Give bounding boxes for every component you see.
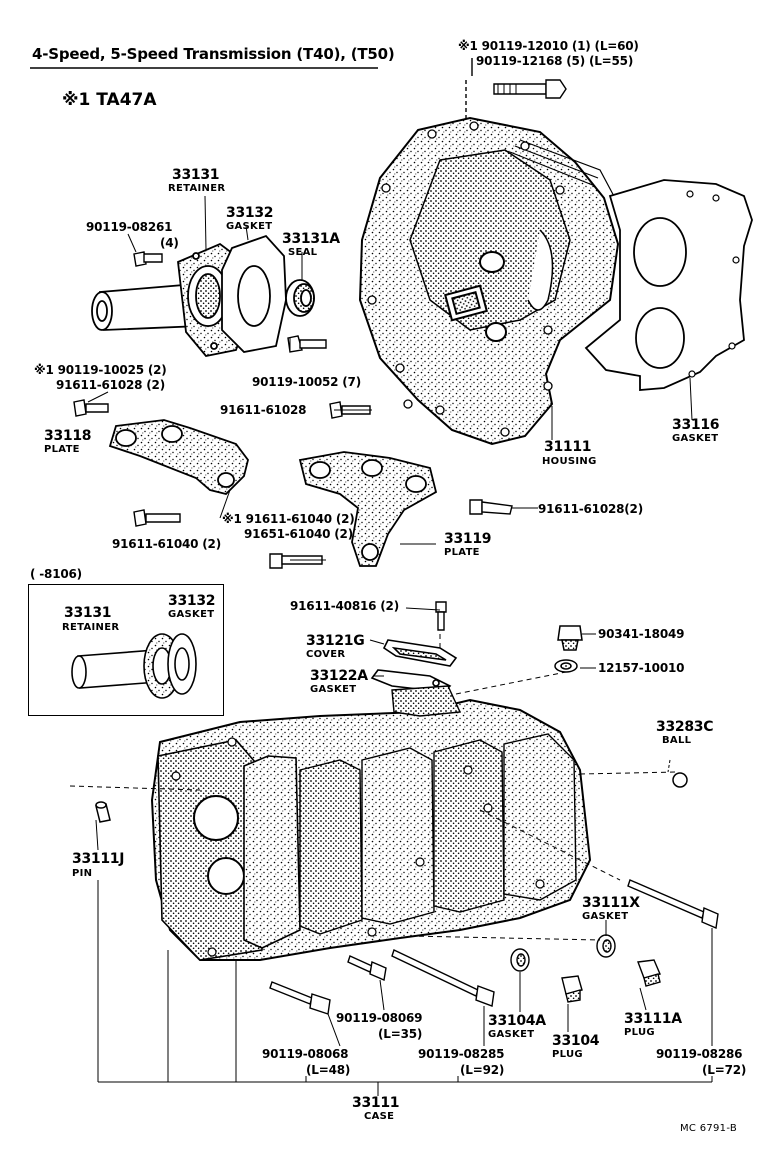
housing-icon xyxy=(358,116,620,446)
label-bolt-08069: 90119-08069 xyxy=(336,1011,423,1025)
label-bolt-61040a: ※1 91611-61040 (2) xyxy=(222,512,355,526)
label-plate19-no: 33119 xyxy=(444,531,492,547)
label-plug-18049: 90341-18049 xyxy=(598,627,685,641)
label-bolt-08285: 90119-08285 xyxy=(418,1047,505,1061)
label-gasketx-no: 33111X xyxy=(582,895,640,911)
inset-range: ( -8106) xyxy=(30,567,82,581)
label-retainer-no: 33131 xyxy=(172,167,220,183)
label-plug04-no: 33104 xyxy=(552,1033,600,1049)
ball-icon xyxy=(672,772,688,788)
label-bolt-61028c: 91611-61028(2) xyxy=(538,502,643,516)
inset-frame xyxy=(28,584,224,716)
gasket-33116-icon xyxy=(584,179,753,391)
label-seal-no: 33131A xyxy=(282,231,340,247)
case-icon xyxy=(150,685,592,961)
label-plate18-no: 33118 xyxy=(44,428,92,444)
plate-33119-icon xyxy=(298,451,438,567)
label-gasket22-name: GASKET xyxy=(310,684,357,695)
label-bolt-40816: 91611-40816 (2) xyxy=(290,599,399,613)
label-gasket16-no: 33116 xyxy=(672,417,720,433)
diagram-title: 4-Speed, 5-Speed Transmission (T40), (T5… xyxy=(32,45,395,63)
label-cover-name: COVER xyxy=(306,649,346,660)
label-gasket16-name: GASKET xyxy=(672,433,719,444)
label-case-no: 33111 xyxy=(352,1095,400,1111)
inset-retainer-name: RETAINER xyxy=(62,622,120,633)
label-bolt-08285-l: (L=92) xyxy=(460,1063,505,1077)
bolt-top-icon xyxy=(465,58,567,120)
label-bolt-61040b: 91651-61040 (2) xyxy=(244,527,353,541)
label-gasket-no: 33132 xyxy=(226,205,274,221)
plate-33118-icon xyxy=(108,419,249,495)
label-gasketx-name: GASKET xyxy=(582,911,629,922)
label-ball-no: 33283C xyxy=(656,719,714,735)
label-gasket-10010: 12157-10010 xyxy=(598,661,685,675)
inset-retainer-no: 33131 xyxy=(64,605,112,621)
reference-code: MC 6791-B xyxy=(680,1123,738,1134)
label-bolt-61028b: 91611-61028 xyxy=(220,403,307,417)
label-bolt-10025: ※1 90119-10025 (2) xyxy=(34,363,167,377)
plug-18049-icon xyxy=(554,625,583,673)
label-bolt-top-1: ※1 90119-12010 (1) (L=60) xyxy=(458,39,639,53)
label-gasket04-name: GASKET xyxy=(488,1029,535,1040)
inset-gasket-name: GASKET xyxy=(168,609,215,620)
seal-icon xyxy=(285,279,315,317)
label-seal-name: SEAL xyxy=(288,247,318,258)
label-gasket04-no: 33104A xyxy=(488,1013,546,1029)
label-pin-no: 33111J xyxy=(72,851,125,867)
label-retainer-name: RETAINER xyxy=(168,183,226,194)
model-note: ※1 TA47A xyxy=(62,90,157,110)
label-plug11a-name: PLUG xyxy=(624,1027,655,1038)
label-bolt-08286-l: (L=72) xyxy=(702,1063,747,1077)
cover-icon xyxy=(370,639,458,693)
inset-gasket-no: 33132 xyxy=(168,593,216,609)
label-bolt-top-2: 90119-12168 (5) (L=55) xyxy=(476,54,634,68)
label-cover-no: 33121G xyxy=(306,633,365,649)
label-bolt-08068-l: (L=48) xyxy=(306,1063,351,1077)
label-bolt-08261: 90119-08261 xyxy=(86,220,173,234)
label-bolt-10052: 90119-10052 (7) xyxy=(252,375,361,389)
label-bolt-08068: 90119-08068 xyxy=(262,1047,349,1061)
label-bolt-61028a: 91611-61028 (2) xyxy=(56,378,165,392)
label-bolt-08286: 90119-08286 xyxy=(656,1047,743,1061)
label-housing-name: HOUSING xyxy=(542,456,597,467)
label-case-name: CASE xyxy=(364,1111,395,1122)
gasket-33132-icon xyxy=(221,234,287,353)
label-pin-name: PIN xyxy=(72,868,93,879)
label-plug04-name: PLUG xyxy=(552,1049,583,1060)
label-gasket22-no: 33122A xyxy=(310,668,368,684)
bolt-small-icons xyxy=(73,251,513,631)
bolt-lower-icons xyxy=(269,879,719,1015)
label-bolt-61040c: 91611-61040 (2) xyxy=(112,537,221,551)
label-bolt-08261-qty: (4) xyxy=(160,236,179,250)
inset-retainer-icon xyxy=(71,633,197,699)
pin-icon xyxy=(95,801,111,823)
label-gasket-name: GASKET xyxy=(226,221,273,232)
label-plate19-name: PLATE xyxy=(444,547,480,558)
label-plug11a-no: 33111A xyxy=(624,1011,682,1027)
dashed-guides xyxy=(69,634,677,941)
label-ball-name: BALL xyxy=(662,735,692,746)
leader-lines xyxy=(87,195,713,1096)
label-housing-no: 31111 xyxy=(544,439,592,455)
label-bolt-08069-l: (L=35) xyxy=(378,1027,423,1041)
label-plate18-name: PLATE xyxy=(44,444,80,455)
